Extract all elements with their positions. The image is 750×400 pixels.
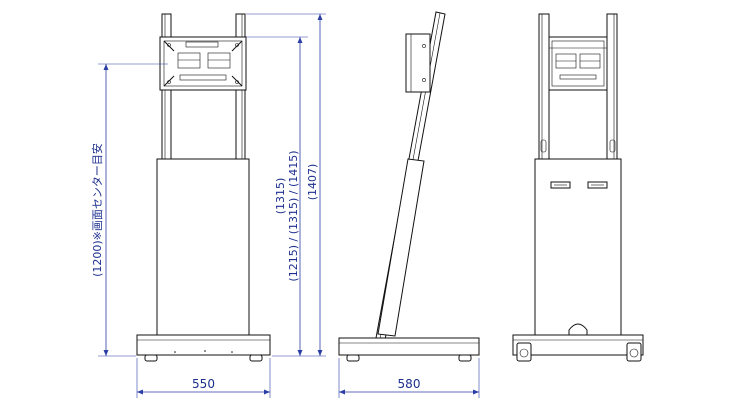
height-total-label: (1407) (306, 164, 319, 201)
front-view (136, 13, 271, 362)
rear-caster-left (516, 342, 532, 362)
rear-view (512, 13, 644, 362)
rear-left-post (538, 13, 550, 161)
side-caster-right (458, 354, 472, 362)
front-caster-right (249, 354, 263, 362)
front-width-label: 550 (192, 377, 215, 391)
rear-base (512, 334, 644, 356)
front-width-dimension: 550 (136, 358, 271, 398)
screen-center-label: (1200)※画面センター目安 (90, 143, 104, 277)
height-mid-label: (1315) (274, 178, 287, 215)
height-range-label: (1215) / (1315) / (1415) (287, 150, 300, 281)
side-caster-left (346, 354, 360, 362)
side-width-label: 580 (398, 377, 421, 391)
rear-mount-plate (548, 36, 608, 91)
front-base (136, 334, 271, 356)
side-width-dimension: 580 (338, 358, 480, 398)
screen-center-dimension: (1200)※画面センター目安 (90, 63, 168, 357)
rear-cabinet (534, 158, 622, 336)
height-range-dimension: (1315) (1215) / (1315) / (1415) (1407) (246, 13, 326, 357)
rear-right-post (606, 13, 618, 161)
rear-caster-right (626, 342, 642, 362)
front-caster-left (144, 354, 158, 362)
side-view (338, 11, 480, 362)
front-mount-plate (159, 36, 247, 91)
side-base (338, 337, 480, 356)
rear-cable-cutout (568, 323, 588, 335)
side-cabinet (377, 158, 425, 337)
side-mount-bracket (405, 33, 431, 93)
front-cabinet (156, 158, 250, 336)
